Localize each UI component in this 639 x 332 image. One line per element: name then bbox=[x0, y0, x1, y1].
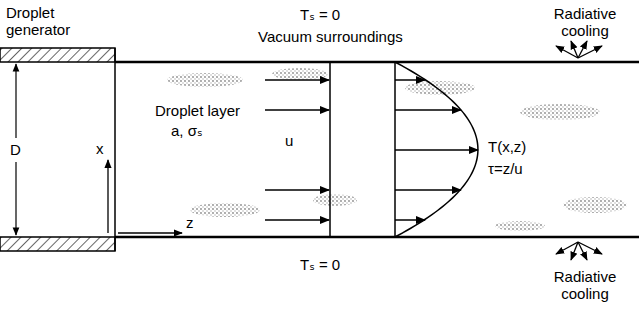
generator-outlet bbox=[114, 48, 116, 251]
dimension-arrow bbox=[15, 162, 16, 235]
generator-label: Droplet generator bbox=[6, 4, 96, 38]
dimension-arrow bbox=[15, 64, 16, 138]
property-label: a, σₛ bbox=[171, 122, 203, 139]
z-axis-arrow bbox=[118, 232, 182, 233]
axis-label: z bbox=[186, 214, 194, 231]
surface-temperature: Tₛ = 0 bbox=[300, 256, 340, 273]
layer-label: Droplet layer bbox=[155, 102, 240, 119]
axis-label: x bbox=[96, 140, 104, 157]
velocity-profile bbox=[265, 62, 330, 237]
radiation-label: Radiative cooling bbox=[545, 268, 625, 302]
surroundings-label: Vacuum surroundings bbox=[258, 28, 403, 45]
temperature-label: T(x,z) bbox=[488, 138, 526, 155]
radiation-label: Radiative cooling bbox=[545, 5, 625, 39]
dimension-label: D bbox=[10, 141, 21, 158]
time-label: τ=z/u bbox=[488, 160, 523, 177]
layer-boundary bbox=[115, 236, 639, 239]
temperature-profile bbox=[395, 62, 478, 237]
velocity-label: u bbox=[285, 132, 293, 149]
droplet-cloud bbox=[167, 68, 627, 231]
x-axis-arrow bbox=[107, 160, 108, 233]
layer-boundary bbox=[115, 61, 639, 64]
droplet-layer: Droplet layer a, σₛ u T(x,z) τ=z/u bbox=[115, 62, 639, 237]
generator-wall bbox=[0, 48, 115, 62]
surface-temperature: Tₛ = 0 bbox=[300, 6, 340, 23]
radiation-arrows bbox=[556, 41, 602, 260]
generator-wall bbox=[0, 237, 115, 251]
